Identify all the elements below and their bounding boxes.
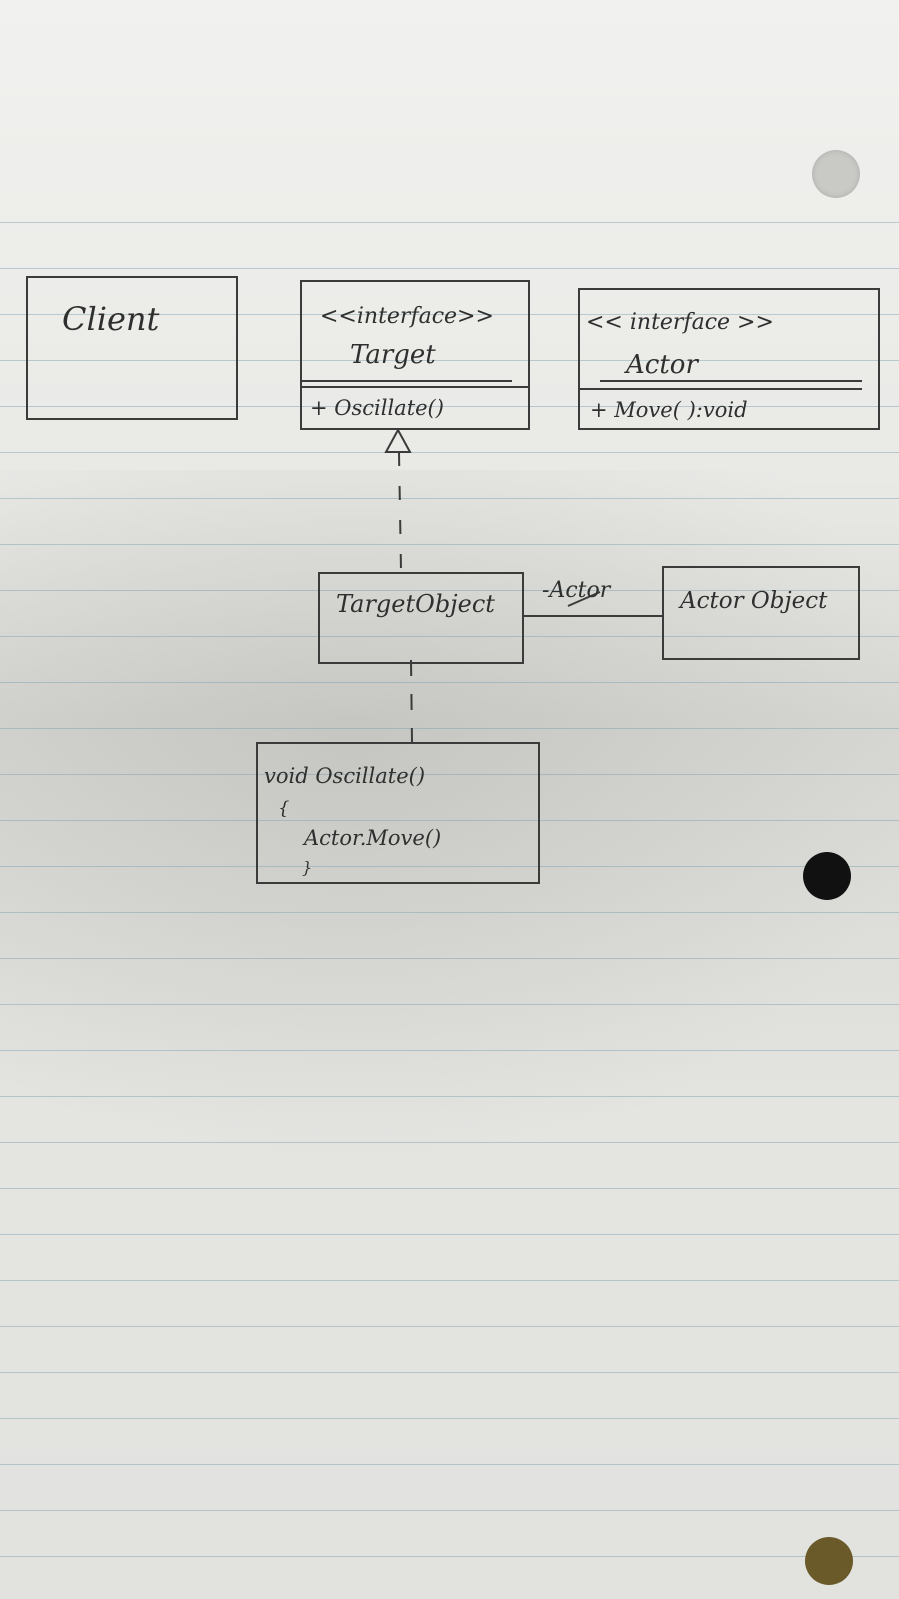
actor-interface-box: << interface >> Actor + Move( ):void	[578, 288, 880, 430]
ruled-line	[0, 636, 899, 637]
ruled-line	[0, 498, 899, 499]
ruled-line	[0, 1464, 899, 1465]
ruled-line	[0, 958, 899, 959]
punch-hole	[803, 852, 851, 900]
punch-hole	[805, 1537, 853, 1585]
target-method: + Oscillate()	[310, 396, 444, 420]
ruled-line	[0, 1004, 899, 1005]
target-object-label: TargetObject	[336, 590, 495, 618]
note-line-2: {	[278, 798, 290, 819]
ruled-line	[0, 1280, 899, 1281]
actor-object-box: Actor Object	[662, 566, 860, 660]
ruled-line	[0, 1188, 899, 1189]
ruled-line	[0, 1418, 899, 1419]
ruled-line	[0, 1372, 899, 1373]
ruled-line	[0, 1050, 899, 1051]
ruled-line	[0, 1510, 899, 1511]
ruled-line	[0, 728, 899, 729]
ruled-line	[0, 222, 899, 223]
target-divider	[302, 386, 528, 388]
ruled-line	[0, 682, 899, 683]
punch-hole	[812, 150, 860, 198]
actor-divider	[580, 388, 862, 390]
ruled-line	[0, 452, 899, 453]
realization-arrowhead	[384, 427, 412, 453]
ruled-line	[0, 268, 899, 269]
ruled-line	[0, 1234, 899, 1235]
strike-mark	[567, 591, 601, 607]
target-object-box: TargetObject	[318, 572, 524, 664]
actor-method: + Move( ):void	[590, 398, 748, 422]
note-line-1: void Oscillate()	[264, 764, 426, 788]
ruled-line	[0, 1142, 899, 1143]
ruled-line	[0, 1326, 899, 1327]
target-stereotype: <<interface>>	[320, 304, 494, 329]
note-line-4: }	[302, 858, 313, 877]
ruled-line	[0, 774, 899, 775]
client-label: Client	[62, 300, 160, 338]
ruled-line	[0, 590, 899, 591]
realization-line	[398, 451, 402, 571]
note-box: void Oscillate() { Actor.Move() }	[256, 742, 540, 884]
target-divider	[302, 380, 512, 382]
ruled-line	[0, 1556, 899, 1557]
client-class-box: Client	[26, 276, 238, 420]
ruled-line	[0, 314, 899, 315]
target-interface-box: <<interface>> Target + Oscillate()	[300, 280, 530, 430]
actor-stereotype: << interface >>	[586, 310, 774, 335]
association-label: -Actor	[542, 578, 611, 603]
actor-object-label: Actor Object	[680, 588, 828, 614]
ruled-line	[0, 544, 899, 545]
ruled-line	[0, 406, 899, 407]
target-name: Target	[350, 340, 436, 370]
actor-divider	[600, 380, 862, 382]
ruled-line	[0, 912, 899, 913]
ruled-line	[0, 1096, 899, 1097]
note-line-3: Actor.Move()	[304, 826, 442, 850]
ruled-line	[0, 820, 899, 821]
ruled-line	[0, 360, 899, 361]
ruled-line	[0, 866, 899, 867]
note-anchor-line	[410, 659, 413, 743]
actor-name: Actor	[626, 350, 698, 380]
